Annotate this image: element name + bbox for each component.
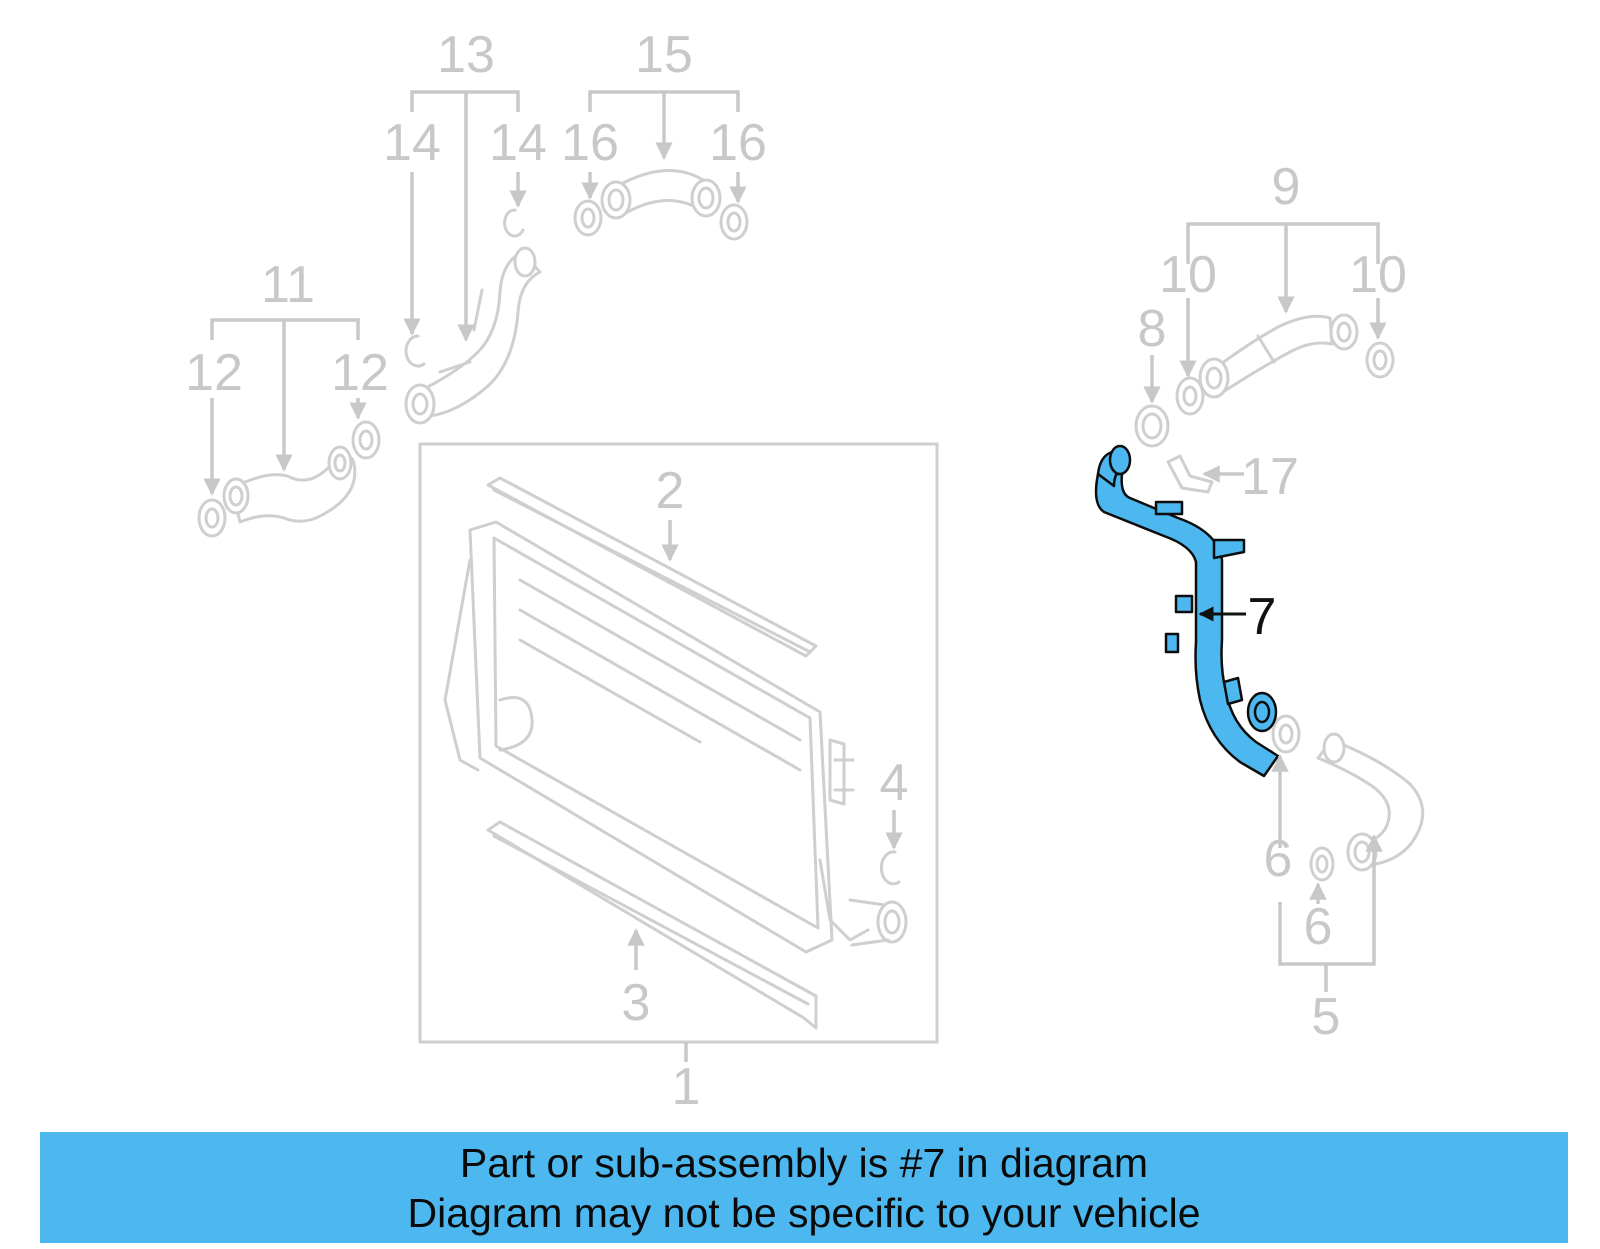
banner-line-2: Diagram may not be specific to your vehi… — [407, 1190, 1201, 1236]
callout-10-right: 10 — [1349, 246, 1407, 304]
hose-11[interactable] — [222, 445, 357, 524]
callout-15: 15 — [635, 26, 693, 84]
o-ring-16-left[interactable] — [573, 199, 603, 237]
o-ring-12-right[interactable] — [351, 420, 381, 460]
callout-5: 5 — [1312, 988, 1341, 1046]
clamp-14-right[interactable] — [503, 208, 525, 238]
callout-1: 1 — [672, 1058, 701, 1116]
callout-2: 2 — [656, 462, 685, 520]
clamp-4[interactable] — [879, 850, 901, 886]
callout-8: 8 — [1138, 300, 1167, 358]
clamp-8[interactable] — [1134, 404, 1170, 448]
o-ring-12-left[interactable] — [197, 498, 227, 538]
callout-6-left: 6 — [1264, 830, 1293, 888]
info-banner: Part or sub-assembly is #7 in diagram Di… — [40, 1132, 1568, 1243]
callout-10-left: 10 — [1159, 246, 1217, 304]
o-ring-10-right[interactable] — [1365, 341, 1395, 379]
hose-15[interactable] — [600, 169, 722, 220]
assembly-box — [418, 442, 939, 1044]
intercooler-assembly[interactable] — [418, 442, 939, 1044]
o-ring-6-lower[interactable] — [1309, 846, 1335, 882]
lower-air-deflector[interactable] — [486, 820, 818, 1030]
leader-lines — [203, 90, 1387, 1062]
callout-6-right: 6 — [1304, 898, 1333, 956]
o-ring-10-left[interactable] — [1175, 376, 1205, 416]
callout-4: 4 — [880, 754, 909, 812]
callout-14-left: 14 — [383, 114, 441, 172]
callout-11: 11 — [261, 256, 315, 314]
callout-16-right: 16 — [709, 114, 767, 172]
o-ring-16-right[interactable] — [719, 203, 749, 241]
callout-labels: 1 2 3 4 5 6 6 7 8 9 10 10 11 12 12 13 14… — [185, 26, 1407, 1116]
callout-9: 9 — [1272, 158, 1301, 216]
hose-9[interactable] — [1198, 313, 1359, 399]
callout-13: 13 — [437, 26, 495, 84]
callout-12-right: 12 — [331, 344, 389, 402]
hose-13[interactable] — [404, 246, 542, 425]
callout-16-left: 16 — [561, 114, 619, 172]
callout-3: 3 — [622, 974, 651, 1032]
o-ring-6-upper[interactable] — [1271, 714, 1301, 754]
intercooler-core[interactable] — [468, 520, 834, 954]
callout-14-right: 14 — [489, 114, 547, 172]
upper-air-deflector[interactable] — [486, 476, 818, 658]
callout-7: 7 — [1248, 588, 1277, 646]
callout-17: 17 — [1241, 448, 1299, 506]
clamp-14-left[interactable] — [404, 334, 426, 368]
banner-line-1: Part or sub-assembly is #7 in diagram — [459, 1140, 1149, 1186]
callout-12-left: 12 — [185, 344, 243, 402]
hose-5[interactable] — [1316, 732, 1425, 872]
